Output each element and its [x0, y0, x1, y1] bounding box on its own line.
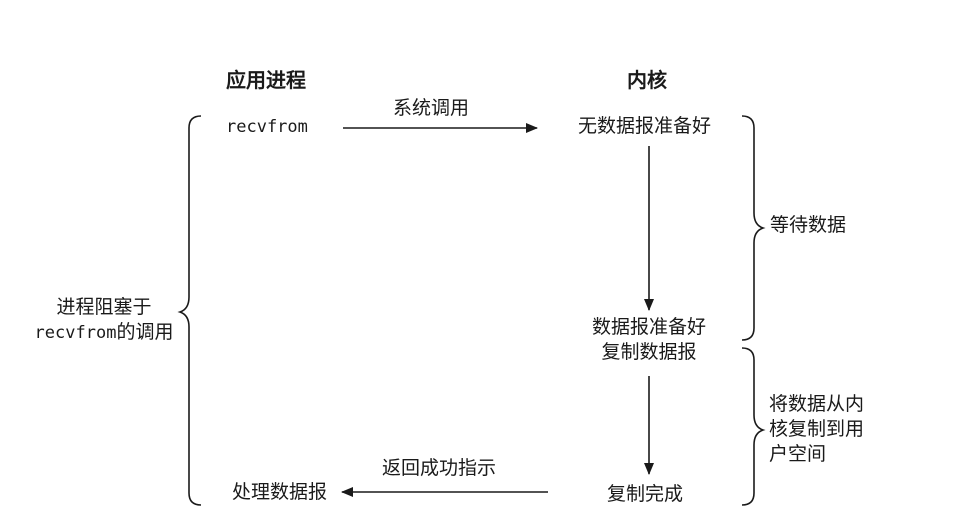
blocked-label-code: recvfrom: [34, 323, 117, 343]
copy-brace: [741, 347, 766, 506]
return-success-label: 返回成功指示: [382, 457, 497, 479]
recvfrom-call-label: recvfrom: [226, 117, 308, 137]
blocked-label-line2: recvfrom的调用: [24, 320, 184, 346]
copy-phase-label: 将数据从内 核复制到用 户空间: [769, 392, 864, 467]
blocked-label-line1: 进程阻塞于: [56, 296, 152, 318]
system-call-label: 系统调用: [393, 97, 470, 119]
process-datagram-label: 处理数据报: [232, 481, 328, 503]
kernel-header: 内核: [627, 68, 667, 92]
blocked-brace: [177, 115, 202, 506]
datagram-ready-label: 数据报准备好: [591, 316, 706, 338]
wait-brace: [741, 115, 766, 341]
blocked-label: 进程阻塞于 recvfrom的调用: [24, 295, 184, 346]
no-datagram-ready-label: 无数据报准备好: [578, 115, 712, 137]
copy-phase-line1: 将数据从内: [769, 393, 865, 415]
copy-complete-label: 复制完成: [607, 483, 684, 505]
app-process-header: 应用进程: [226, 68, 306, 92]
copy-datagram-label: 复制数据报: [601, 341, 697, 363]
wait-for-data-label: 等待数据: [770, 214, 847, 236]
blocked-label-rest: 的调用: [116, 321, 174, 343]
copy-phase-line3: 户空间: [769, 443, 827, 465]
copy-phase-line2: 核复制到用: [769, 418, 865, 440]
datagram-ready-copy-label: 数据报准备好 复制数据报: [579, 315, 719, 365]
